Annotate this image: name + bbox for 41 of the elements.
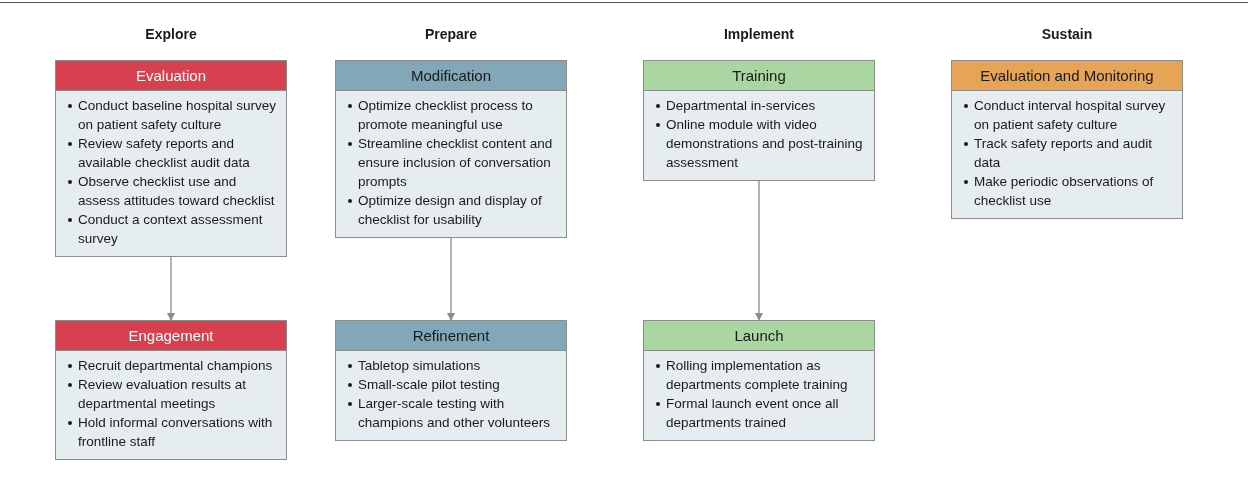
phase-heading: Sustain <box>1040 26 1094 42</box>
bullet-text: Formal launch event once all departments trained <box>666 396 839 430</box>
bullet-text: Conduct interval hospital survey on patient safety culture <box>974 98 1166 132</box>
bullet-text: Review evaluation results at departmental meetings <box>78 377 247 411</box>
arrow <box>755 180 763 321</box>
card-header: Evaluation and Monitoring <box>952 61 1182 91</box>
step-card <box>55 320 287 460</box>
bullet-text: Recruit departmental champions <box>78 358 273 373</box>
card-header: Training <box>644 61 874 91</box>
bullet-text: Online module with video demonstrations and post-training assessment <box>666 117 863 170</box>
bullet-text: Review safety reports and available checklist audit data <box>78 136 250 170</box>
card-header: Engagement <box>56 321 286 351</box>
bullet-text: Track safety reports and audit data <box>974 136 1153 170</box>
bullet-text: Tabletop simulations <box>358 358 481 373</box>
bullet-text: Larger-scale testing with champions and other volunteers <box>358 396 551 430</box>
arrow <box>167 256 175 321</box>
bullet-text: Conduct a context assessment survey <box>78 212 263 246</box>
bullet-text: Rolling implementation as departments complete training <box>666 358 848 392</box>
card-header: Modification <box>336 61 566 91</box>
step-card <box>643 320 875 441</box>
bullet-text: Optimize checklist process to promote meaningful use <box>358 98 533 132</box>
bullet-text: Departmental in-services <box>666 98 816 113</box>
bullet-text: Conduct baseline hospital survey on patient safety culture <box>78 98 277 132</box>
card-header: Launch <box>644 321 874 351</box>
step-card <box>55 60 287 257</box>
step-card <box>335 320 567 441</box>
card-header: Evaluation <box>56 61 286 91</box>
bullet-text: Small-scale pilot testing <box>358 377 500 392</box>
phase-heading: Prepare <box>423 26 479 42</box>
bullet-text: Make periodic observations of checklist use <box>974 174 1154 208</box>
step-card <box>951 60 1183 219</box>
bullet-text: Optimize design and display of checklist for usability <box>358 193 542 227</box>
card-header: Refinement <box>336 321 566 351</box>
step-card <box>643 60 875 181</box>
phase-heading: Implement <box>723 26 795 42</box>
bullet-text: Observe checklist use and assess attitudes toward checklist <box>78 174 275 208</box>
step-card <box>335 60 567 238</box>
arrow <box>447 237 455 321</box>
bullet-text: Streamline checklist content and ensure inclusion of conversation prompts <box>358 136 553 189</box>
bullet-text: Hold informal conversations with frontline staff <box>78 415 273 449</box>
phase-heading: Explore <box>144 26 198 42</box>
